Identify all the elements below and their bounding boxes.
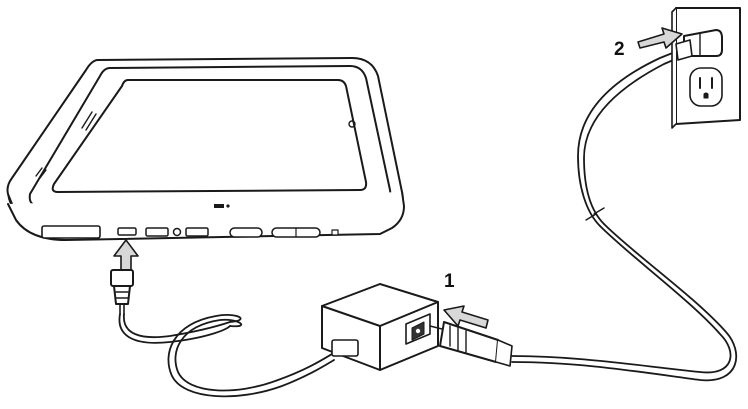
step-1-label: 1 bbox=[444, 271, 455, 292]
power-adapter-icon bbox=[321, 283, 439, 371]
tablet-icon bbox=[6, 57, 405, 241]
ac-plug-icon bbox=[429, 321, 513, 367]
insert-arrow-icon bbox=[637, 27, 683, 49]
wall-outlet-icon bbox=[671, 7, 741, 129]
dc-cable bbox=[118, 313, 335, 398]
insert-arrow-icon bbox=[443, 305, 489, 329]
dc-connector-icon bbox=[110, 269, 134, 315]
step-2-label: 2 bbox=[614, 39, 625, 60]
insert-arrow-icon bbox=[113, 239, 139, 275]
ac-cord bbox=[511, 45, 738, 382]
